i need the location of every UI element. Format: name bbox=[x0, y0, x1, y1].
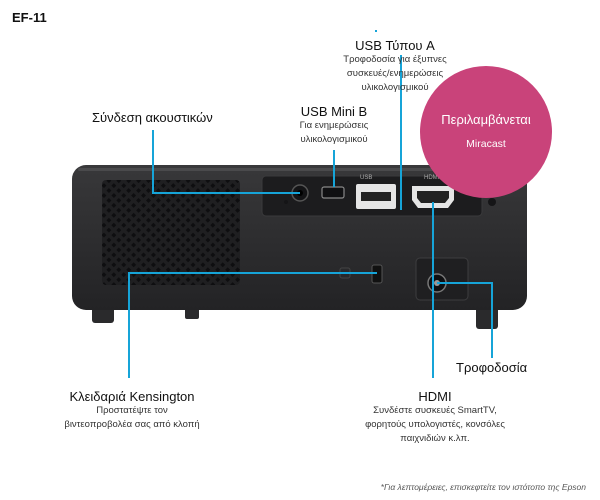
hdmi-line bbox=[432, 202, 434, 378]
kensington-line-h bbox=[128, 272, 377, 274]
badge-line1: Περιλαμβάνεται bbox=[441, 112, 531, 127]
callout-hdmi: HDMI Συνδέστε συσκευές SmartTV, φορητούς… bbox=[360, 389, 510, 446]
port-text-usb: USB bbox=[360, 175, 373, 181]
usb-a-title: USB Τύπου A bbox=[355, 38, 435, 53]
usb-a-line-stub bbox=[375, 30, 377, 32]
footnote: *Για λεπτομέρειες, επισκεφτείτε τον ιστό… bbox=[380, 482, 586, 492]
kensington-title: Κλειδαριά Kensington bbox=[69, 389, 195, 404]
power-line-v bbox=[491, 282, 493, 358]
usb-mini-port bbox=[321, 186, 345, 199]
vent-grill bbox=[102, 180, 240, 285]
kensington-desc: Προστατέψτε τον βιντεοπροβολέα σας από κ… bbox=[64, 405, 200, 430]
hdmi-desc: Συνδέστε συσκευές SmartTV, φορητούς υπολ… bbox=[365, 405, 505, 444]
usb-a-desc: Τροφοδοσία για έξυπνες συσκευές/ενημερώσ… bbox=[343, 54, 447, 93]
callout-usb-mini: USB Mini B Για ενημερώσεις υλικολογισμικ… bbox=[284, 104, 384, 147]
audio-line-v bbox=[152, 130, 154, 193]
power-title: Τροφοδοσία bbox=[456, 360, 528, 375]
power-line-h bbox=[437, 282, 492, 284]
hdmi-title: HDMI bbox=[418, 389, 452, 404]
miracast-badge: Περιλαμβάνεται Miracast bbox=[420, 66, 552, 198]
port-text-hdmi: HDMI bbox=[424, 175, 440, 181]
usb-mini-desc: Για ενημερώσεις υλικολογισμικού bbox=[299, 120, 369, 145]
usb-a-line bbox=[400, 55, 402, 210]
callout-kensington: Κλειδαριά Kensington Προστατέψτε τον βιν… bbox=[62, 389, 202, 432]
model-label: EF-11 bbox=[12, 10, 47, 25]
kensington-slot bbox=[371, 264, 383, 284]
usb-mini-line bbox=[333, 150, 335, 187]
badge-line2: Miracast bbox=[466, 138, 506, 150]
audio-title: Σύνδεση ακουστικών bbox=[92, 110, 213, 125]
usb-mini-title: USB Mini B bbox=[300, 104, 368, 119]
audio-line-h bbox=[152, 192, 300, 194]
kensington-line-v bbox=[128, 272, 130, 378]
callout-usb-a: USB Τύπου A Τροφοδοσία για έξυπνες συσκε… bbox=[330, 38, 460, 95]
